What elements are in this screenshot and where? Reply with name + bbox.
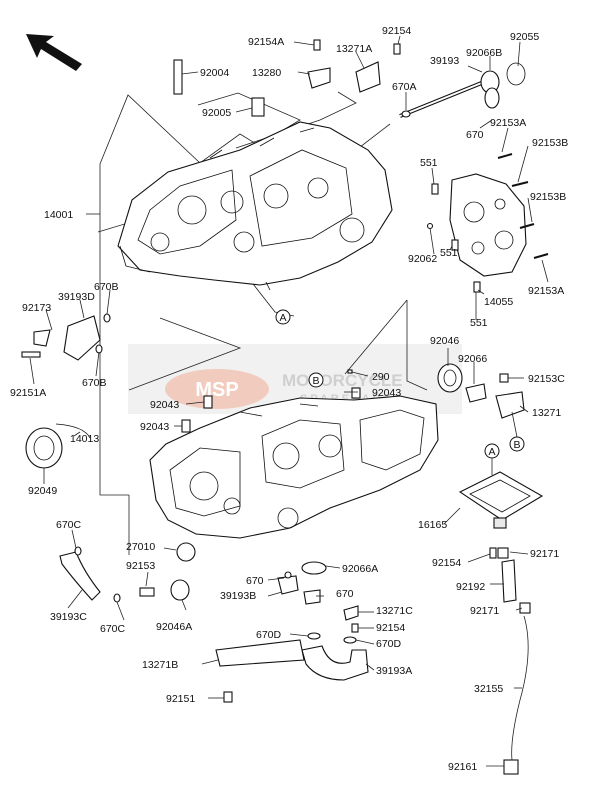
label-92161: 92161 xyxy=(448,761,477,773)
label-92043-right: 92043 xyxy=(372,387,401,399)
label-92154-bottom: 92154 xyxy=(376,622,405,634)
label-92046A: 92046A xyxy=(156,621,192,633)
leader-lines xyxy=(29,35,549,767)
label-670A: 670A xyxy=(392,81,417,93)
label-670D-left: 670D xyxy=(256,629,282,641)
label-92153C: 92153C xyxy=(528,373,565,385)
label-92049: 92049 xyxy=(28,485,57,497)
label-32155: 32155 xyxy=(474,683,503,695)
label-92046: 92046 xyxy=(430,335,459,347)
label-92066: 92066 xyxy=(458,353,487,365)
label-92066A: 92066A xyxy=(342,563,378,575)
label-92173: 92173 xyxy=(22,302,51,314)
oil-pipe-39193 xyxy=(399,62,526,118)
callout-a-top: A xyxy=(279,312,286,324)
callout-b-right: B xyxy=(513,439,520,451)
watermark-logo-text: MSP xyxy=(195,379,238,401)
upper-crankcase-14001 xyxy=(117,121,393,291)
label-39193D: 39193D xyxy=(58,291,95,303)
label-39193B: 39193B xyxy=(220,590,256,602)
label-13271B: 13271B xyxy=(142,659,178,671)
label-670-right: 670 xyxy=(336,588,354,600)
label-551-bottom: 551 xyxy=(470,317,488,329)
label-670-mid: 670 xyxy=(246,575,264,587)
label-39193A: 39193A xyxy=(376,665,412,677)
label-92153B-top: 92153B xyxy=(532,137,568,149)
callout-b-mid: B xyxy=(312,375,319,387)
label-290: 290 xyxy=(372,371,390,383)
label-92062: 92062 xyxy=(408,253,437,265)
callout-a-right: A xyxy=(488,446,495,458)
label-92055: 92055 xyxy=(510,31,539,43)
label-14055: 14055 xyxy=(484,296,513,308)
label-92151: 92151 xyxy=(166,693,195,705)
label-92151A: 92151A xyxy=(10,387,46,399)
label-13271C: 13271C xyxy=(376,605,413,617)
label-92171-bottom: 92171 xyxy=(470,605,499,617)
label-92171-top: 92171 xyxy=(530,548,559,560)
label-92043-left-bottom: 92043 xyxy=(140,421,169,433)
watermark-logo: MSP xyxy=(165,369,269,409)
label-670C-bottom: 670C xyxy=(100,623,126,635)
label-92043-left-top: 92043 xyxy=(150,399,179,411)
label-16165: 16165 xyxy=(418,519,447,531)
label-92153A-bottom: 92153A xyxy=(528,285,564,297)
label-92004: 92004 xyxy=(200,67,229,79)
label-551-mid: 551 xyxy=(440,247,458,259)
bearing-cover-14055 xyxy=(449,173,527,277)
label-39193: 39193 xyxy=(430,55,459,67)
label-92153A-top: 92153A xyxy=(490,117,526,129)
label-670D-right: 670D xyxy=(376,638,402,650)
label-92192: 92192 xyxy=(456,581,485,593)
label-92066B: 92066B xyxy=(466,47,502,59)
label-670C-top: 670C xyxy=(56,519,82,531)
lower-crankcase xyxy=(149,395,439,539)
label-14013: 14013 xyxy=(70,433,99,445)
label-13271: 13271 xyxy=(532,407,561,419)
label-92154A: 92154A xyxy=(248,36,284,48)
label-13280: 13280 xyxy=(252,67,281,79)
label-27010: 27010 xyxy=(126,541,155,553)
label-39193C: 39193C xyxy=(50,611,87,623)
label-670B-bottom: 670B xyxy=(82,377,107,389)
label-92153B-mid: 92153B xyxy=(530,191,566,203)
small-parts xyxy=(21,39,549,775)
oil-strainer-16165 xyxy=(458,471,544,529)
label-670B-top: 670B xyxy=(94,281,119,293)
label-92005: 92005 xyxy=(202,107,231,119)
label-92153: 92153 xyxy=(126,560,155,572)
callout-markers: A B A B xyxy=(275,309,525,475)
label-92154: 92154 xyxy=(382,25,411,37)
label-92154-mid: 92154 xyxy=(432,557,461,569)
front-direction-arrow xyxy=(26,34,82,71)
label-14001: 14001 xyxy=(44,209,73,221)
label-670: 670 xyxy=(466,129,484,141)
label-13271A: 13271A xyxy=(336,43,372,55)
part-labels: 92154A 13271A 92154 92055 92004 13280 39… xyxy=(10,25,568,773)
label-551-top: 551 xyxy=(420,157,438,169)
